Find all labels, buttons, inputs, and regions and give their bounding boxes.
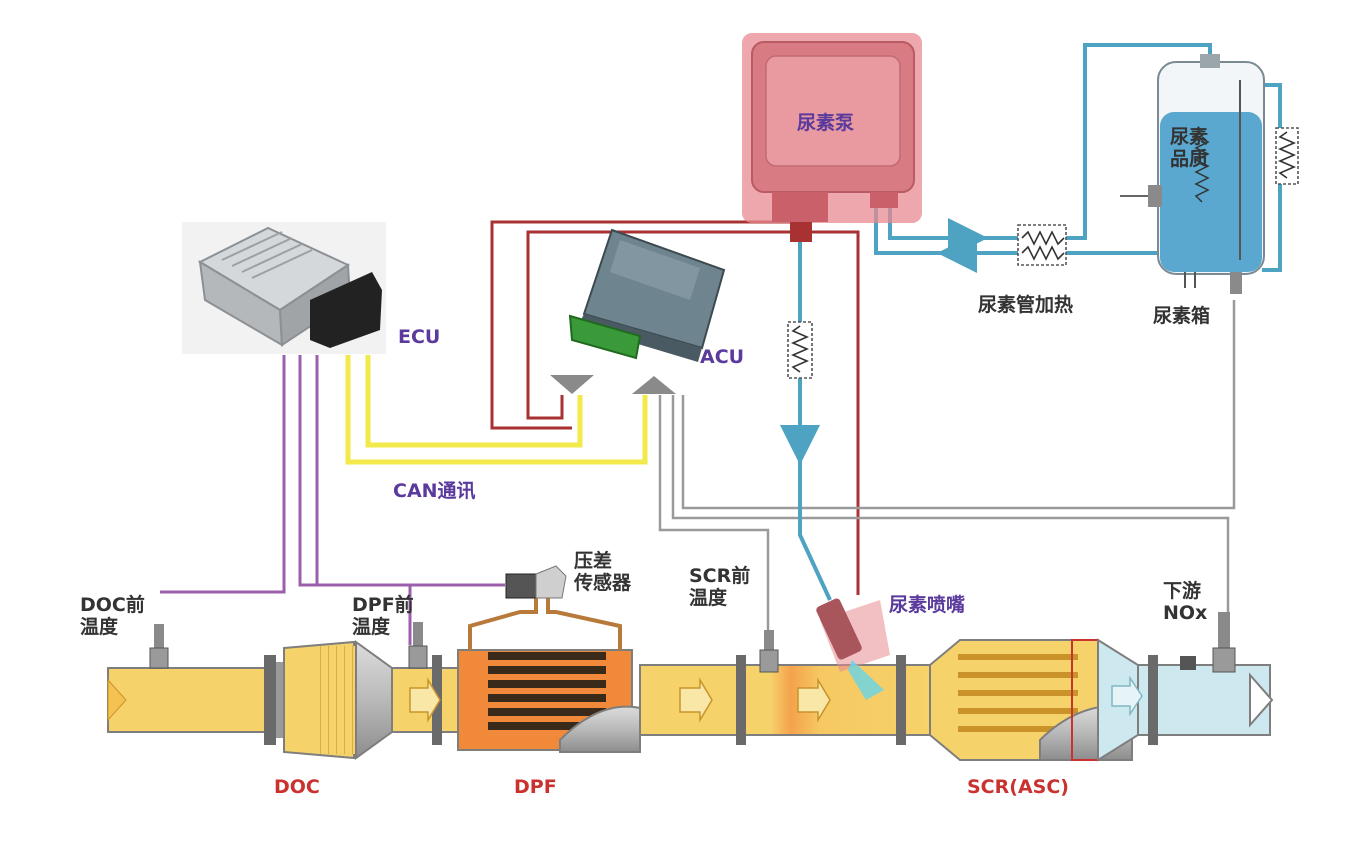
urea-tank-icon [1120, 54, 1265, 294]
downstream-nox-label: 下游 NOx [1163, 580, 1208, 624]
urea-pump-icon [742, 33, 922, 242]
doc-label: DOC [274, 776, 320, 798]
urea-pump-label: 尿素泵 [797, 112, 855, 134]
urea-line-heating-label: 尿素管加热 [978, 294, 1074, 316]
urea-tank-label: 尿素箱 [1153, 305, 1211, 327]
acu-module-icon [568, 228, 726, 362]
can-label: CAN通讯 [393, 480, 476, 502]
diff-pressure-sensor-label: 压差 传感器 [574, 550, 632, 594]
dpf-front-temp-label: DPF前 温度 [352, 594, 414, 638]
ecu-signal-lines [160, 355, 505, 645]
urea-nozzle-label: 尿素喷嘴 [889, 594, 966, 616]
acu-output-connector-icon [632, 376, 676, 394]
scr-front-temp-label: SCR前 温度 [689, 565, 751, 609]
doc-front-temp-label: DOC前 温度 [80, 594, 145, 638]
dpf-label: DPF [514, 776, 557, 798]
can-bus-lines [345, 355, 648, 465]
urea-nozzle-icon [816, 598, 890, 700]
temperature-sensor-icon [759, 630, 779, 673]
heater-coil-icon [1017, 224, 1067, 266]
diff-pressure-sensor-icon [505, 565, 567, 599]
acu-input-connector-icon [550, 375, 594, 394]
scr-asc-label: SCR(ASC) [967, 776, 1069, 798]
ecu-module-icon [182, 222, 386, 354]
temperature-sensor-icon [149, 624, 169, 669]
acu-label: ACU [700, 346, 745, 368]
nox-sensor-icon [1180, 612, 1236, 673]
temperature-sensor-icon [408, 622, 428, 669]
exhaust-system [107, 596, 1274, 762]
sensor-lines [658, 300, 1236, 645]
ecu-label: ECU [398, 326, 441, 348]
heater-coil-icon [787, 321, 813, 379]
urea-quality-label: 尿素 品质 [1170, 126, 1209, 170]
heater-coil-icon [1275, 127, 1299, 185]
